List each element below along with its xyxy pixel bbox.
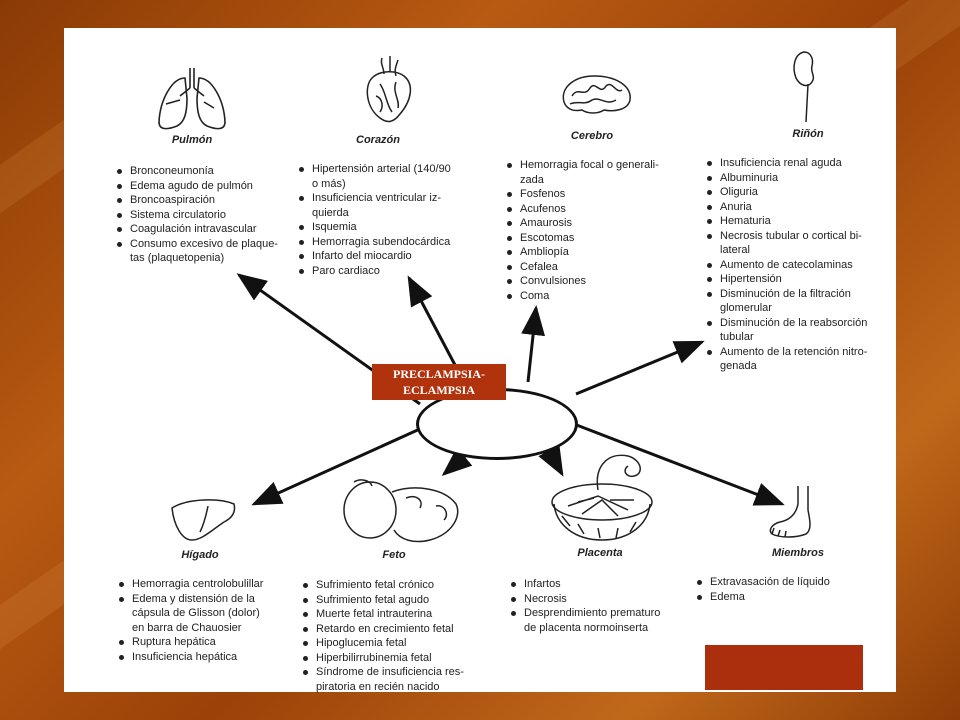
center-title-line1: PRECLAMPSIA- xyxy=(393,367,485,381)
list-item: Infarto del miocardio xyxy=(298,249,478,264)
list-item: Ambliopía xyxy=(506,245,686,260)
list-item: Fosfenos xyxy=(506,187,686,202)
label-cerebro: Cerebro xyxy=(570,130,614,142)
list-item-cont: tas (plaquetopenia) xyxy=(130,252,225,264)
list-item: Coma xyxy=(506,289,686,304)
list-item: Edema xyxy=(696,590,876,605)
list-cerebro: Hemorragia focal o generali- zada Fosfen… xyxy=(506,158,686,303)
arrow-cerebro xyxy=(521,305,546,383)
list-corazon: Hipertensión arterial (140/90 o más) Ins… xyxy=(298,162,478,278)
list-item: Cefalea xyxy=(506,260,686,275)
list-item: Coagulación intravascular xyxy=(116,222,296,237)
center-ellipse xyxy=(416,388,578,460)
list-item: Hemorragia subendocárdica xyxy=(298,235,478,250)
list-item: Disminución de la filtración xyxy=(706,287,890,302)
list-item: Hemorragia centrolobulillar xyxy=(118,577,298,592)
list-item: Insuficiencia ventricular iz- xyxy=(298,191,478,206)
list-item: Amaurosis xyxy=(506,216,686,231)
list-item: Sufrimiento fetal agudo xyxy=(302,593,488,608)
list-item: Sufrimiento fetal crónico xyxy=(302,578,488,593)
label-higado: Hígado xyxy=(181,549,219,561)
corner-box xyxy=(705,645,863,690)
list-item: Aumento de la retención nitro- xyxy=(706,345,890,360)
arrow-higado xyxy=(251,426,423,506)
foot-icon xyxy=(769,486,811,538)
heart-icon xyxy=(366,56,412,123)
list-item: Broncoaspiración xyxy=(116,193,296,208)
label-miembros: Miembros xyxy=(772,547,824,559)
list-item: Extravasación de líquido xyxy=(696,575,876,590)
list-miembros: Extravasación de líquido Edema xyxy=(696,575,876,604)
list-item-cont: o más) xyxy=(312,177,346,190)
list-item-cont: de placenta normoinserta xyxy=(524,621,649,634)
list-item: Hiperbilirrubinemia fetal xyxy=(302,651,488,666)
list-item: Hipoglucemia fetal xyxy=(302,636,488,651)
list-item-cont: cápsula de Glisson (dolor) xyxy=(132,607,260,619)
list-rinon: Insuficiencia renal aguda Albuminuria Ol… xyxy=(706,156,890,374)
list-item: Albuminuria xyxy=(706,171,890,186)
list-item: Hematuria xyxy=(706,214,890,229)
lungs-icon xyxy=(158,68,226,130)
label-placenta: Placenta xyxy=(577,547,623,559)
list-item: Muerte fetal intrauterina xyxy=(302,607,488,622)
list-item-cont: zada xyxy=(520,173,544,186)
list-placenta: Infartos Necrosis Desprendimiento premat… xyxy=(510,577,690,635)
list-item-cont: genada xyxy=(720,360,757,372)
list-item: Convulsiones xyxy=(506,274,686,289)
list-item-cont: tubular xyxy=(720,331,754,343)
list-item: Síndrome de insuficiencia res- xyxy=(302,665,488,680)
list-item: Disminución de la reabsorción xyxy=(706,316,890,331)
list-item: Paro cardiaco xyxy=(298,264,478,279)
fetus-icon xyxy=(343,479,459,543)
list-item: Sistema circulatorio xyxy=(116,208,296,223)
list-item: Edema agudo de pulmón xyxy=(116,179,296,194)
list-item-cont: piratoria en recién nacido xyxy=(316,680,440,693)
list-item-cont: quierda xyxy=(312,206,349,219)
kidney-icon xyxy=(793,51,815,123)
label-rinon: Riñón xyxy=(792,128,824,140)
list-item: Acufenos xyxy=(506,202,686,217)
list-item: Retardo en crecimiento fetal xyxy=(302,622,488,637)
arrow-miembros xyxy=(573,422,785,506)
list-item: Hemorragia focal o generali- xyxy=(506,158,686,173)
placenta-icon xyxy=(551,454,653,541)
brain-icon xyxy=(562,75,631,114)
list-higado: Hemorragia centrolobulillar Edema y dist… xyxy=(118,577,298,664)
list-feto: Sufrimiento fetal crónico Sufrimiento fe… xyxy=(302,578,488,694)
list-item: Anuria xyxy=(706,200,890,215)
liver-icon xyxy=(171,499,236,541)
label-corazon: Corazón xyxy=(356,134,400,146)
list-item: Necrosis tubular o cortical bi- xyxy=(706,229,890,244)
list-item: Necrosis xyxy=(510,592,690,607)
arrow-rinon xyxy=(575,340,705,396)
label-pulmon: Pulmón xyxy=(171,134,213,146)
list-item: Desprendimiento prematuro xyxy=(510,606,690,621)
list-pulmon: Bronconeumonía Edema agudo de pulmón Bro… xyxy=(116,164,296,266)
list-item: Ruptura hepática xyxy=(118,635,298,650)
list-item: Oliguria xyxy=(706,185,890,200)
list-item: Hipertensión xyxy=(706,272,890,287)
list-item-cont: glomerular xyxy=(720,302,772,314)
label-feto: Feto xyxy=(382,549,406,561)
list-item: Bronconeumonía xyxy=(116,164,296,179)
center-title: PRECLAMPSIA- ECLAMPSIA xyxy=(372,364,506,400)
list-item: Insuficiencia hepática xyxy=(118,650,298,665)
list-item: Hipertensión arterial (140/90 xyxy=(298,162,478,177)
center-title-line2: ECLAMPSIA xyxy=(402,383,475,397)
list-item: Edema y distensión de la xyxy=(118,592,298,607)
list-item: Isquemia xyxy=(298,220,478,235)
list-item: Aumento de catecolaminas xyxy=(706,258,890,273)
list-item: Infartos xyxy=(510,577,690,592)
list-item: Insuficiencia renal aguda xyxy=(706,156,890,171)
list-item: Consumo excesivo de plaque- xyxy=(116,237,296,252)
list-item: Escotomas xyxy=(506,231,686,246)
list-item-cont: lateral xyxy=(720,244,750,256)
list-item-cont: en barra de Chauosier xyxy=(132,621,242,634)
diagram-panel: Pulmón Corazón Cerebro Riñón Hígado Feto… xyxy=(64,28,896,694)
